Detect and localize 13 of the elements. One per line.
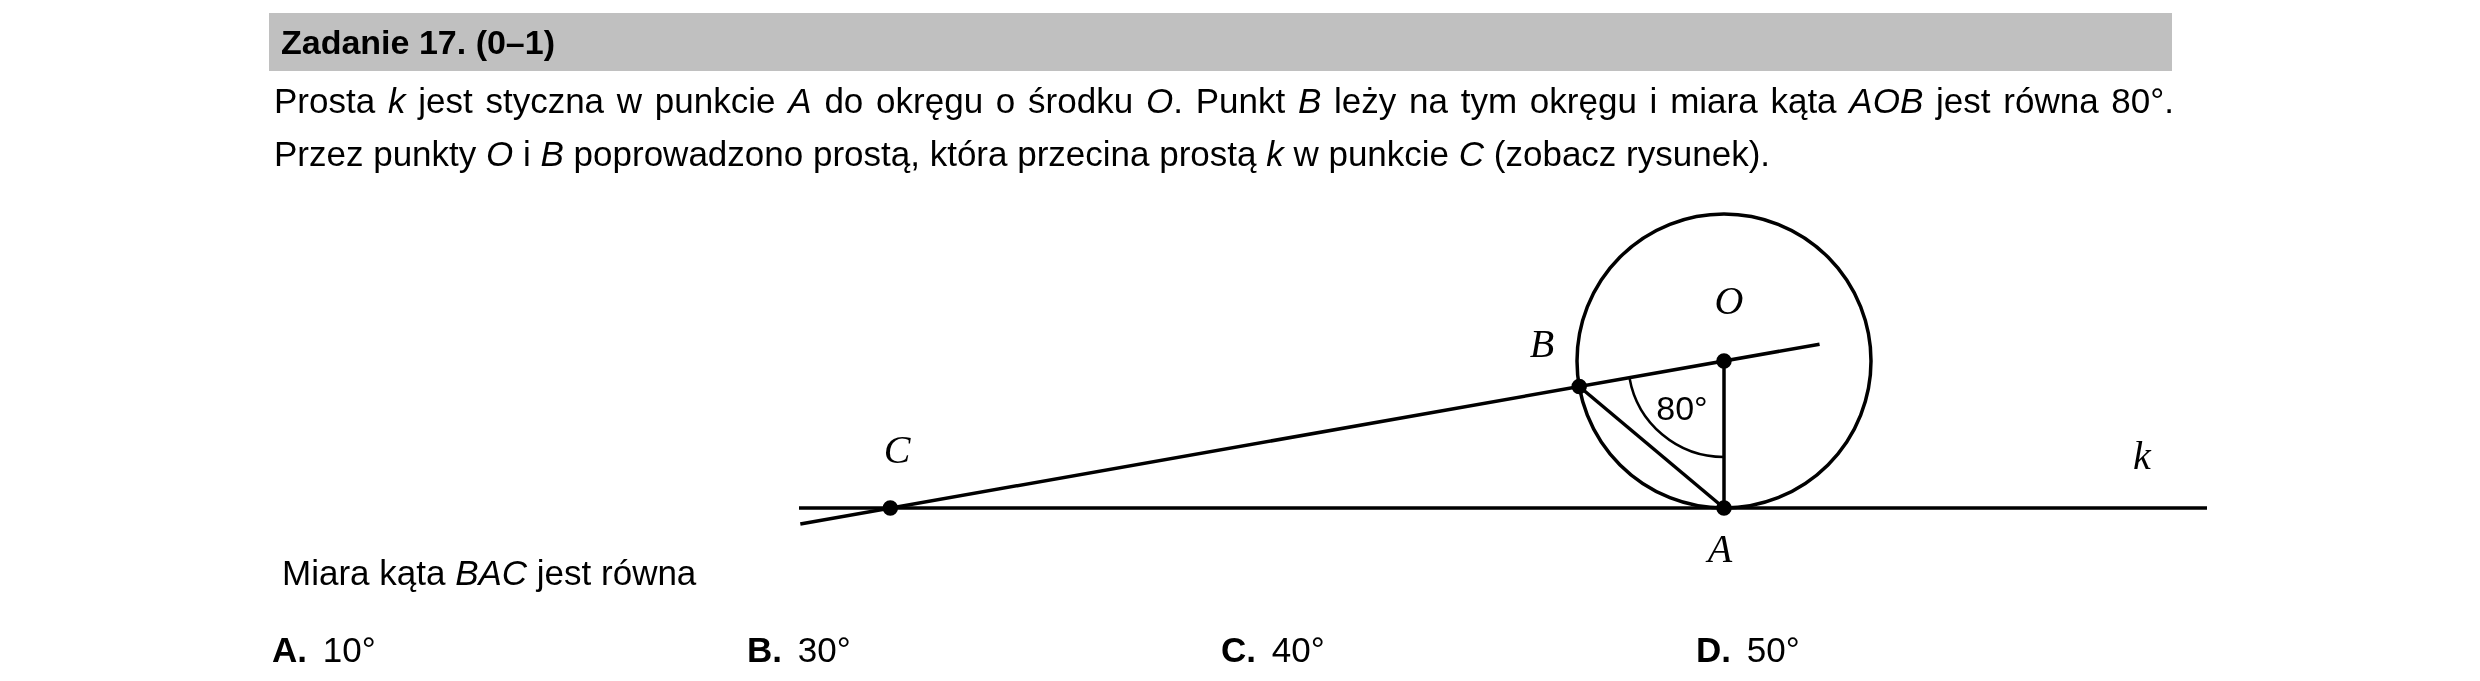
answer-option: D. 50° (1696, 630, 1800, 670)
point-label: C (883, 425, 911, 473)
point-label: B (1529, 319, 1555, 367)
task-heading: Zadanie 17. (0–1) (269, 13, 2172, 71)
answer-option: C. 40° (1221, 630, 1325, 670)
question-text: Miara kąta BAC jest równa (282, 553, 697, 593)
point-label: O (1714, 276, 1744, 324)
answer-option: A. 10° (272, 630, 376, 670)
point-label: A (1707, 524, 1733, 572)
problem-text: Prosta k jest styczna w punkcie A do okręgu o środku O. Punkt B leży na tym okręgu i miara kąta AOB jest równa 80°. Przez punkty O i B poprowadzono prostą, która przecina prostą k w punkcie C (zobacz rysunek). (274, 80, 2174, 175)
angle-label: 80° (1656, 388, 1708, 428)
answer-option: B. 30° (747, 630, 851, 670)
line-label: k (2133, 431, 2151, 479)
